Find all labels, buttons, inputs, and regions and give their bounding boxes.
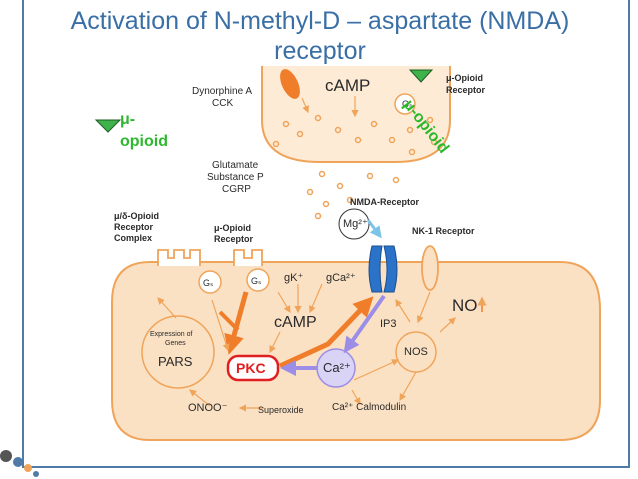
label-dynorphine: Dynorphine A — [192, 86, 253, 97]
nk1-receptor-shape — [421, 245, 439, 291]
label-gk: gK⁺ — [284, 272, 304, 284]
mu-opioid-right-marker — [408, 69, 434, 83]
orange-arrow-complex — [218, 310, 240, 332]
label-gca: gCa²⁺ — [326, 272, 356, 284]
label-mu-delta-2: Receptor — [114, 222, 154, 232]
thin-signal-arrows — [157, 283, 456, 412]
pkc-box — [226, 354, 280, 382]
label-mu-delta-3: Complex — [114, 233, 153, 243]
vesicle-dots-top — [272, 114, 438, 156]
label-mu-delta-1: μ/δ-Opioid — [114, 211, 159, 221]
label-pkc: PKC — [236, 360, 266, 376]
label-ca-calmodulin: Ca²⁺ Calmodulin — [332, 402, 407, 413]
annotation-mu-opioid-left-2: opioid — [120, 133, 168, 150]
corner-decoration-dots — [0, 450, 39, 477]
nmda-channel — [368, 245, 398, 293]
label-superoxide: Superoxide — [258, 405, 304, 415]
presynaptic-receptor-shape — [280, 69, 300, 99]
label-expression-1: Expression of — [150, 331, 193, 338]
frame-left-border — [22, 0, 24, 468]
title-line-1: Activation of N-methyl-D – aspartate (NM… — [70, 7, 570, 35]
label-camp: cAMP — [274, 314, 317, 331]
orange-arrow-receptor-to-pkc — [224, 291, 249, 355]
presynaptic-gs-circle — [394, 93, 416, 115]
title-line-2: receptor — [274, 37, 366, 65]
label-mg: Mg²⁺ — [343, 218, 368, 230]
orange-arrow-pkc-to-nmda — [278, 296, 374, 369]
label-mu-opioid-receptor-top-1: μ-Opioid — [446, 73, 483, 83]
label-glutamate: Glutamate — [212, 160, 259, 171]
frame-right-border — [628, 0, 630, 468]
purple-arrow-nmda-to-ca — [343, 294, 386, 354]
top-small-arrows — [301, 96, 359, 118]
gs-circle-right — [246, 268, 270, 292]
label-cck: CCK — [212, 98, 234, 109]
frame-bottom-border — [22, 466, 630, 468]
mu-opioid-left-marker — [94, 119, 122, 133]
label-gs-right: Gₛ — [251, 276, 262, 286]
label-gs-top: Gₛ — [402, 99, 413, 109]
label-no: NO — [452, 296, 478, 315]
mu-delta-receptor-complex-shape — [157, 249, 201, 266]
gs-circle-left — [198, 270, 222, 294]
label-gs-left: Gₛ — [203, 278, 214, 288]
label-mu-opioid-receptor-top-2: Receptor — [446, 85, 486, 95]
mg-circle — [338, 208, 370, 240]
label-onoo: ONOO⁻ — [188, 402, 228, 414]
annotation-mu-opioid-left-1: μ- — [120, 111, 136, 128]
label-substance-p: Substance P — [207, 172, 264, 183]
slide-title: Activation of N-methyl-D – aspartate (NM… — [40, 6, 600, 66]
mg-to-channel-arrow — [366, 219, 382, 239]
label-expression-2: Genes — [165, 340, 186, 347]
label-ip3: IP3 — [380, 318, 397, 330]
label-nos: NOS — [404, 346, 428, 358]
label-mu-receptor-1: μ-Opioid — [214, 223, 251, 233]
label-camp-top: cAMP — [325, 76, 371, 95]
label-pars: PARS — [158, 354, 193, 369]
label-mu-receptor-2: Receptor — [214, 234, 254, 244]
label-nk1: NK-1 Receptor — [412, 226, 475, 236]
gene-expression-circle — [141, 315, 215, 389]
mu-receptor-shape — [233, 249, 263, 266]
label-cgrp: CGRP — [222, 184, 251, 195]
label-ca: Ca²⁺ — [323, 360, 351, 375]
label-nmda-receptor: NMDA-Receptor — [350, 197, 420, 207]
